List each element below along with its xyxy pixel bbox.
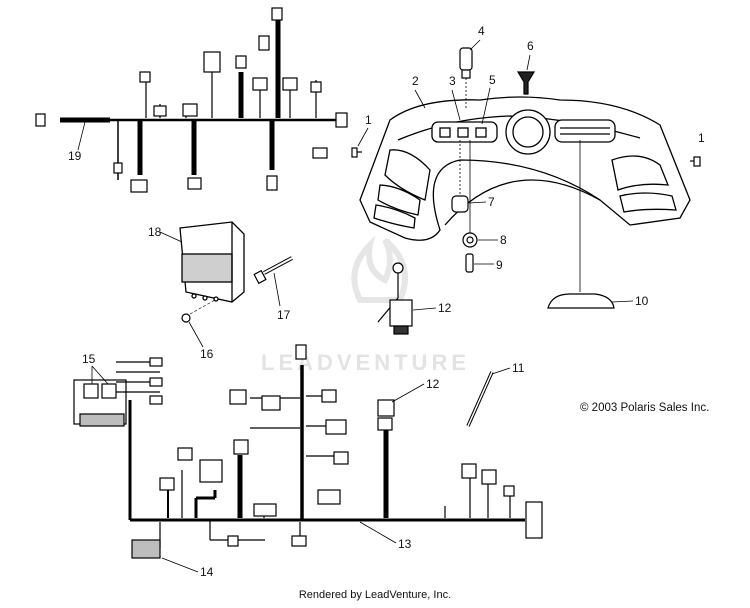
callout-8: 8 — [500, 233, 507, 247]
main-harness[interactable] — [128, 344, 543, 559]
callout-10: 10 — [635, 294, 649, 308]
callout-17: 17 — [277, 308, 291, 322]
fuse-block-part-15[interactable] — [73, 357, 163, 427]
screw-part-1-left[interactable] — [351, 147, 362, 158]
callout-14: 14 — [200, 565, 214, 579]
callout-5: 5 — [489, 73, 496, 87]
footer-credit: Rendered by LeadVenture, Inc. — [298, 589, 452, 601]
washer-part-16[interactable] — [181, 313, 191, 323]
bolt-part-17[interactable] — [253, 256, 293, 285]
watermark-logo — [351, 235, 408, 303]
bolt-part-9[interactable] — [465, 253, 474, 273]
switch-part-4[interactable] — [459, 47, 473, 110]
copyright-text: © 2003 Polaris Sales Inc. — [580, 402, 710, 414]
cdi-module-part-18[interactable] — [179, 221, 245, 303]
watermark: LEADVENTURE — [261, 350, 471, 375]
callout-1-left: 1 — [365, 113, 372, 127]
dash-panel[interactable] — [359, 96, 691, 292]
callout-3: 3 — [449, 74, 456, 88]
callout-6: 6 — [527, 39, 534, 53]
callout-16: 16 — [200, 347, 214, 361]
callout-18: 18 — [148, 225, 162, 239]
clip-part-6[interactable] — [516, 71, 536, 95]
knob-part-7[interactable] — [451, 195, 469, 213]
callout-12-lower: 12 — [426, 377, 440, 391]
relay-part-12-upper[interactable] — [377, 262, 413, 335]
callout-11: 11 — [512, 361, 525, 375]
front-harness[interactable] — [35, 7, 348, 193]
callout-1-right: 1 — [698, 131, 705, 145]
callout-12-upper: 12 — [438, 301, 452, 315]
rod-part-11[interactable] — [466, 371, 494, 427]
callout-7: 7 — [488, 195, 495, 209]
callout-15: 15 — [82, 352, 96, 366]
callout-4: 4 — [478, 24, 485, 38]
nut-part-8[interactable] — [462, 232, 478, 248]
lens-part-10[interactable] — [547, 293, 615, 309]
callout-2: 2 — [412, 74, 419, 88]
callout-13: 13 — [398, 537, 412, 551]
callout-9: 9 — [496, 258, 503, 272]
callout-19: 19 — [68, 149, 82, 163]
screw-part-1-right[interactable] — [690, 156, 701, 167]
